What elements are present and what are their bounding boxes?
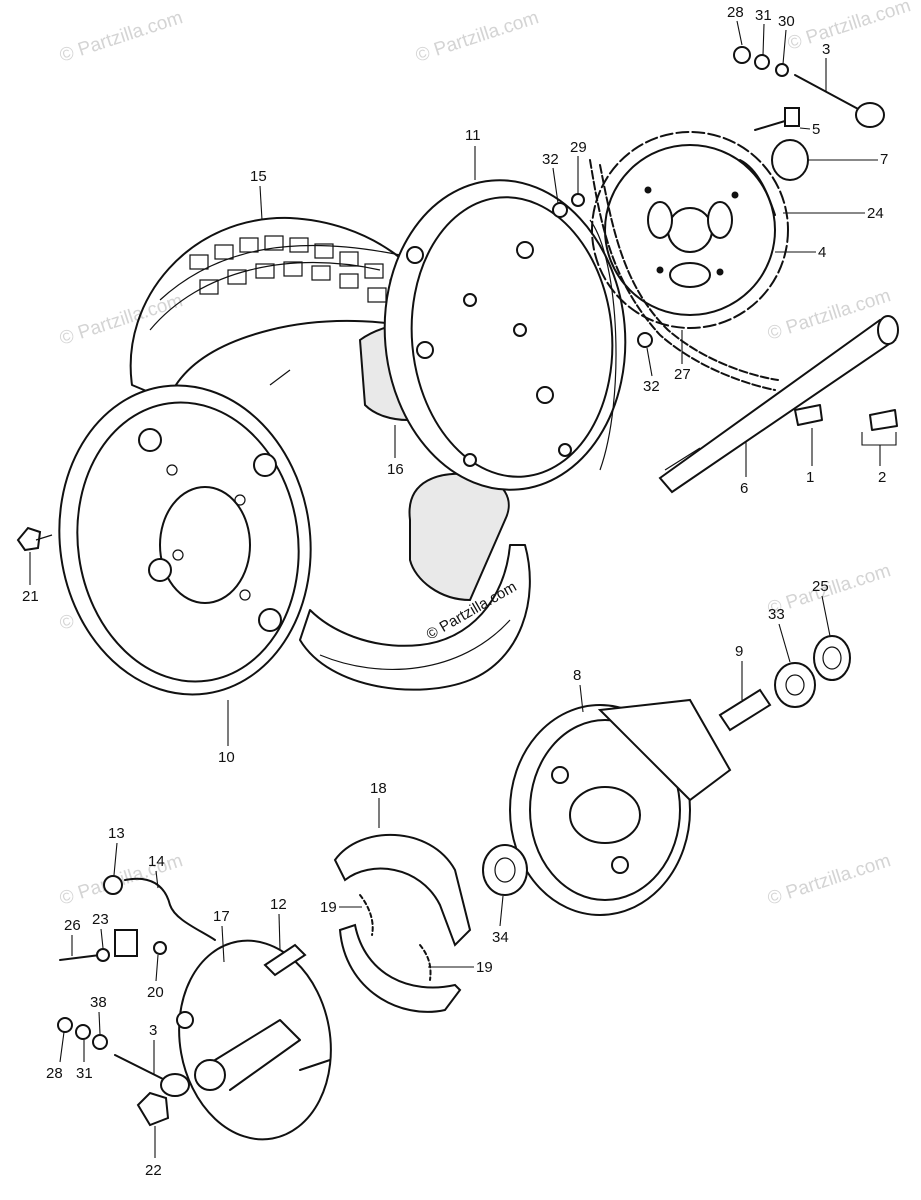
callout-8: 8 <box>573 667 581 684</box>
watermark-2: © Partzilla.com <box>413 7 541 67</box>
sprocket <box>591 131 789 329</box>
brake-panel <box>176 939 332 1141</box>
callout-26: 26 <box>64 917 81 934</box>
callout-13: 13 <box>108 825 125 842</box>
callout-2: 2 <box>878 469 886 486</box>
top-hardware <box>552 46 885 348</box>
rim-half-left <box>58 384 312 696</box>
callout-38: 38 <box>90 994 107 1011</box>
callout-31b: 31 <box>76 1065 93 1082</box>
callout-3: 3 <box>822 41 830 58</box>
callout-34: 34 <box>492 929 509 946</box>
callout-30: 30 <box>778 13 795 30</box>
bolt-21 <box>16 526 53 552</box>
callout-27: 27 <box>674 366 691 383</box>
callout-32a: 32 <box>542 151 559 168</box>
callout-11: 11 <box>465 127 481 144</box>
rim-half-right <box>383 179 627 491</box>
callout-33: 33 <box>768 606 785 623</box>
callout-19b: 19 <box>476 959 493 976</box>
callout-5: 5 <box>812 121 820 138</box>
chain-joint <box>794 404 898 431</box>
callout-19a: 19 <box>320 899 337 916</box>
callout-31: 31 <box>755 7 772 24</box>
callout-10: 10 <box>218 749 235 766</box>
callout-6: 6 <box>740 480 748 497</box>
bearing-34 <box>482 844 528 896</box>
watermark-3: © Partzilla.com <box>785 0 913 55</box>
brake-shoes <box>333 833 472 1013</box>
callout-28: 28 <box>727 4 744 21</box>
callout-15: 15 <box>250 168 267 185</box>
callout-29: 29 <box>570 139 587 156</box>
callout-22: 22 <box>145 1162 162 1179</box>
callout-16: 16 <box>387 461 404 478</box>
callout-18: 18 <box>370 780 387 797</box>
callout-12: 12 <box>270 896 287 913</box>
callout-4: 4 <box>818 244 826 261</box>
callout-17: 17 <box>213 908 230 925</box>
callout-28b: 28 <box>46 1065 63 1082</box>
watermark-9: © Partzilla.com <box>765 850 893 910</box>
callout-3b: 3 <box>149 1022 157 1039</box>
callout-32b: 32 <box>643 378 660 395</box>
callout-25: 25 <box>812 578 829 595</box>
callout-24: 24 <box>867 205 884 222</box>
callout-23: 23 <box>92 911 109 928</box>
watermark-1: © Partzilla.com <box>57 7 185 67</box>
callout-20: 20 <box>147 984 164 1001</box>
callout-14: 14 <box>148 853 165 870</box>
callout-9: 9 <box>735 643 743 660</box>
watermark-4: © Partzilla.com <box>57 290 185 350</box>
brake-hardware <box>57 875 307 1127</box>
callout-21: 21 <box>22 588 39 605</box>
tire-lower <box>299 544 531 691</box>
bearing-stack <box>718 635 851 732</box>
drive-chain <box>589 159 779 391</box>
callout-1: 1 <box>806 469 814 486</box>
axle <box>658 315 899 494</box>
callouts: 28 31 30 3 5 7 24 4 11 32 29 15 32 27 1 … <box>22 4 897 1179</box>
brake-hub <box>509 698 732 916</box>
callout-7: 7 <box>880 151 888 168</box>
